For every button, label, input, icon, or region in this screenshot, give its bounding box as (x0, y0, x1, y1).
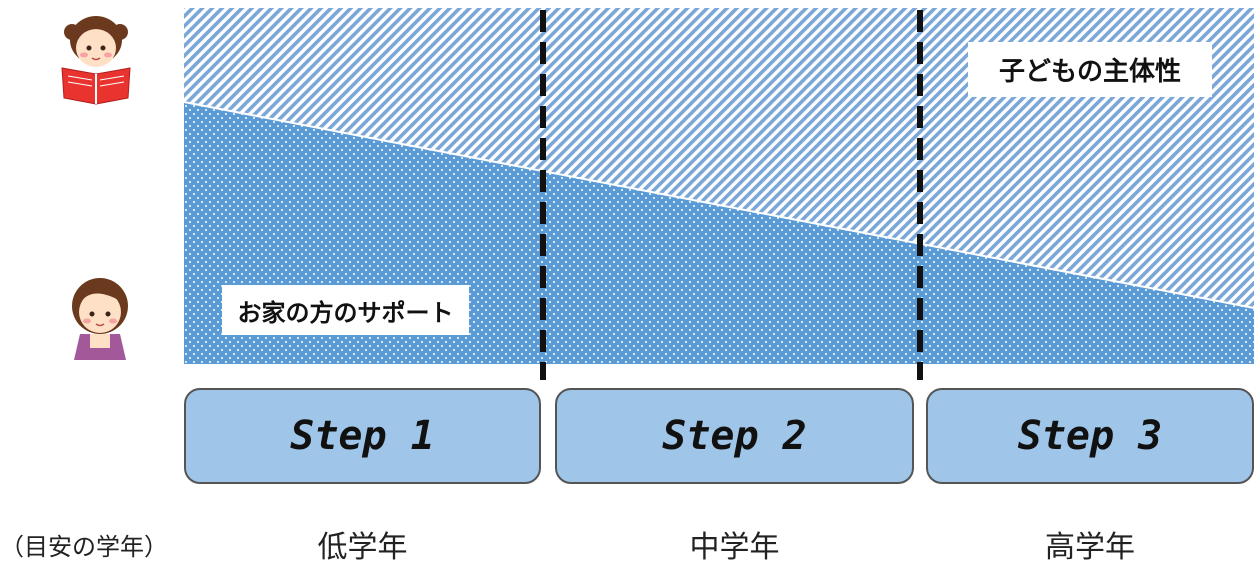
step-1-box: Step 1 (184, 388, 541, 484)
grade-upper: 高学年 (1045, 530, 1135, 565)
girl-reading-book-icon (61, 16, 131, 105)
mother-icon (72, 278, 128, 360)
step-3-box: Step 3 (926, 388, 1254, 484)
grade-lower: 低学年 (317, 530, 408, 565)
boundary-line (183, 101, 1255, 309)
grade-middle: 中学年 (689, 530, 780, 565)
step-2-box: Step 2 (555, 388, 914, 484)
parent-support-label: お家の方のサポート (222, 285, 469, 335)
child-initiative-label: 子どもの主体性 (968, 42, 1212, 97)
grade-caption: （目安の学年） (0, 533, 168, 561)
